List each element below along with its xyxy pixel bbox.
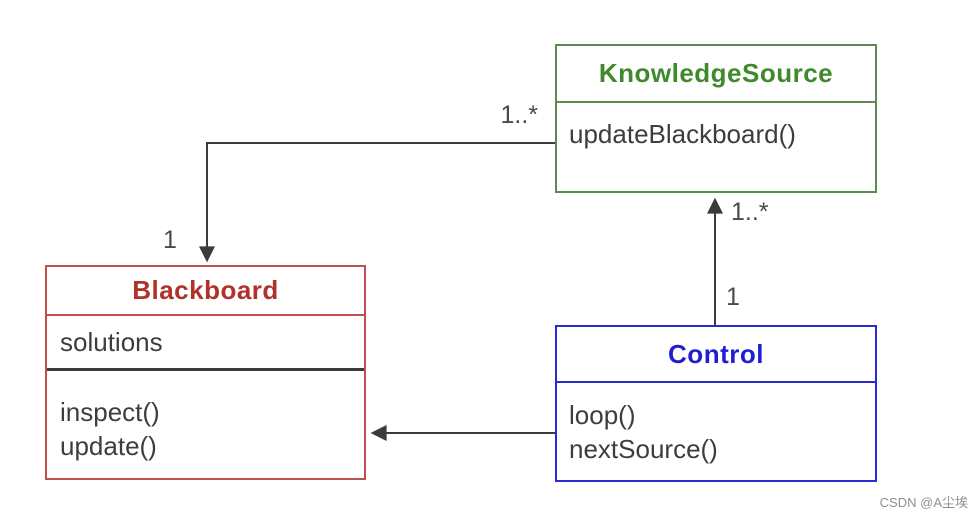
watermark-text: CSDN @A尘埃 bbox=[879, 495, 968, 510]
multiplicity-blackboard-target: 1 bbox=[163, 226, 177, 254]
class-methods-control: loop() nextSource() bbox=[557, 383, 875, 466]
method-label: update() bbox=[60, 431, 157, 461]
class-box-control: Control loop() nextSource() bbox=[555, 325, 877, 482]
class-box-knowledgesource: KnowledgeSource updateBlackboard() bbox=[555, 44, 877, 193]
class-methods-blackboard: inspect() update() bbox=[47, 371, 364, 463]
class-box-blackboard: Blackboard solutions inspect() update() bbox=[45, 265, 366, 480]
method-label: nextSource() bbox=[569, 434, 718, 464]
association-knowledgesource-to-blackboard bbox=[199, 142, 555, 263]
method-label: loop() bbox=[569, 400, 636, 430]
attribute-label: solutions bbox=[60, 327, 163, 357]
class-title-control: Control bbox=[557, 327, 875, 383]
multiplicity-control-source: 1 bbox=[726, 283, 740, 311]
class-title-blackboard: Blackboard bbox=[47, 267, 364, 316]
method-label: updateBlackboard() bbox=[569, 119, 796, 149]
class-methods-knowledgesource: updateBlackboard() bbox=[557, 103, 875, 151]
class-title-knowledgesource: KnowledgeSource bbox=[557, 46, 875, 103]
method-label: inspect() bbox=[60, 397, 160, 427]
multiplicity-knowledgesource-target: 1..* bbox=[731, 198, 769, 226]
multiplicity-knowledgesource-source: 1..* bbox=[500, 101, 538, 129]
class-attributes-blackboard: solutions bbox=[47, 316, 364, 371]
